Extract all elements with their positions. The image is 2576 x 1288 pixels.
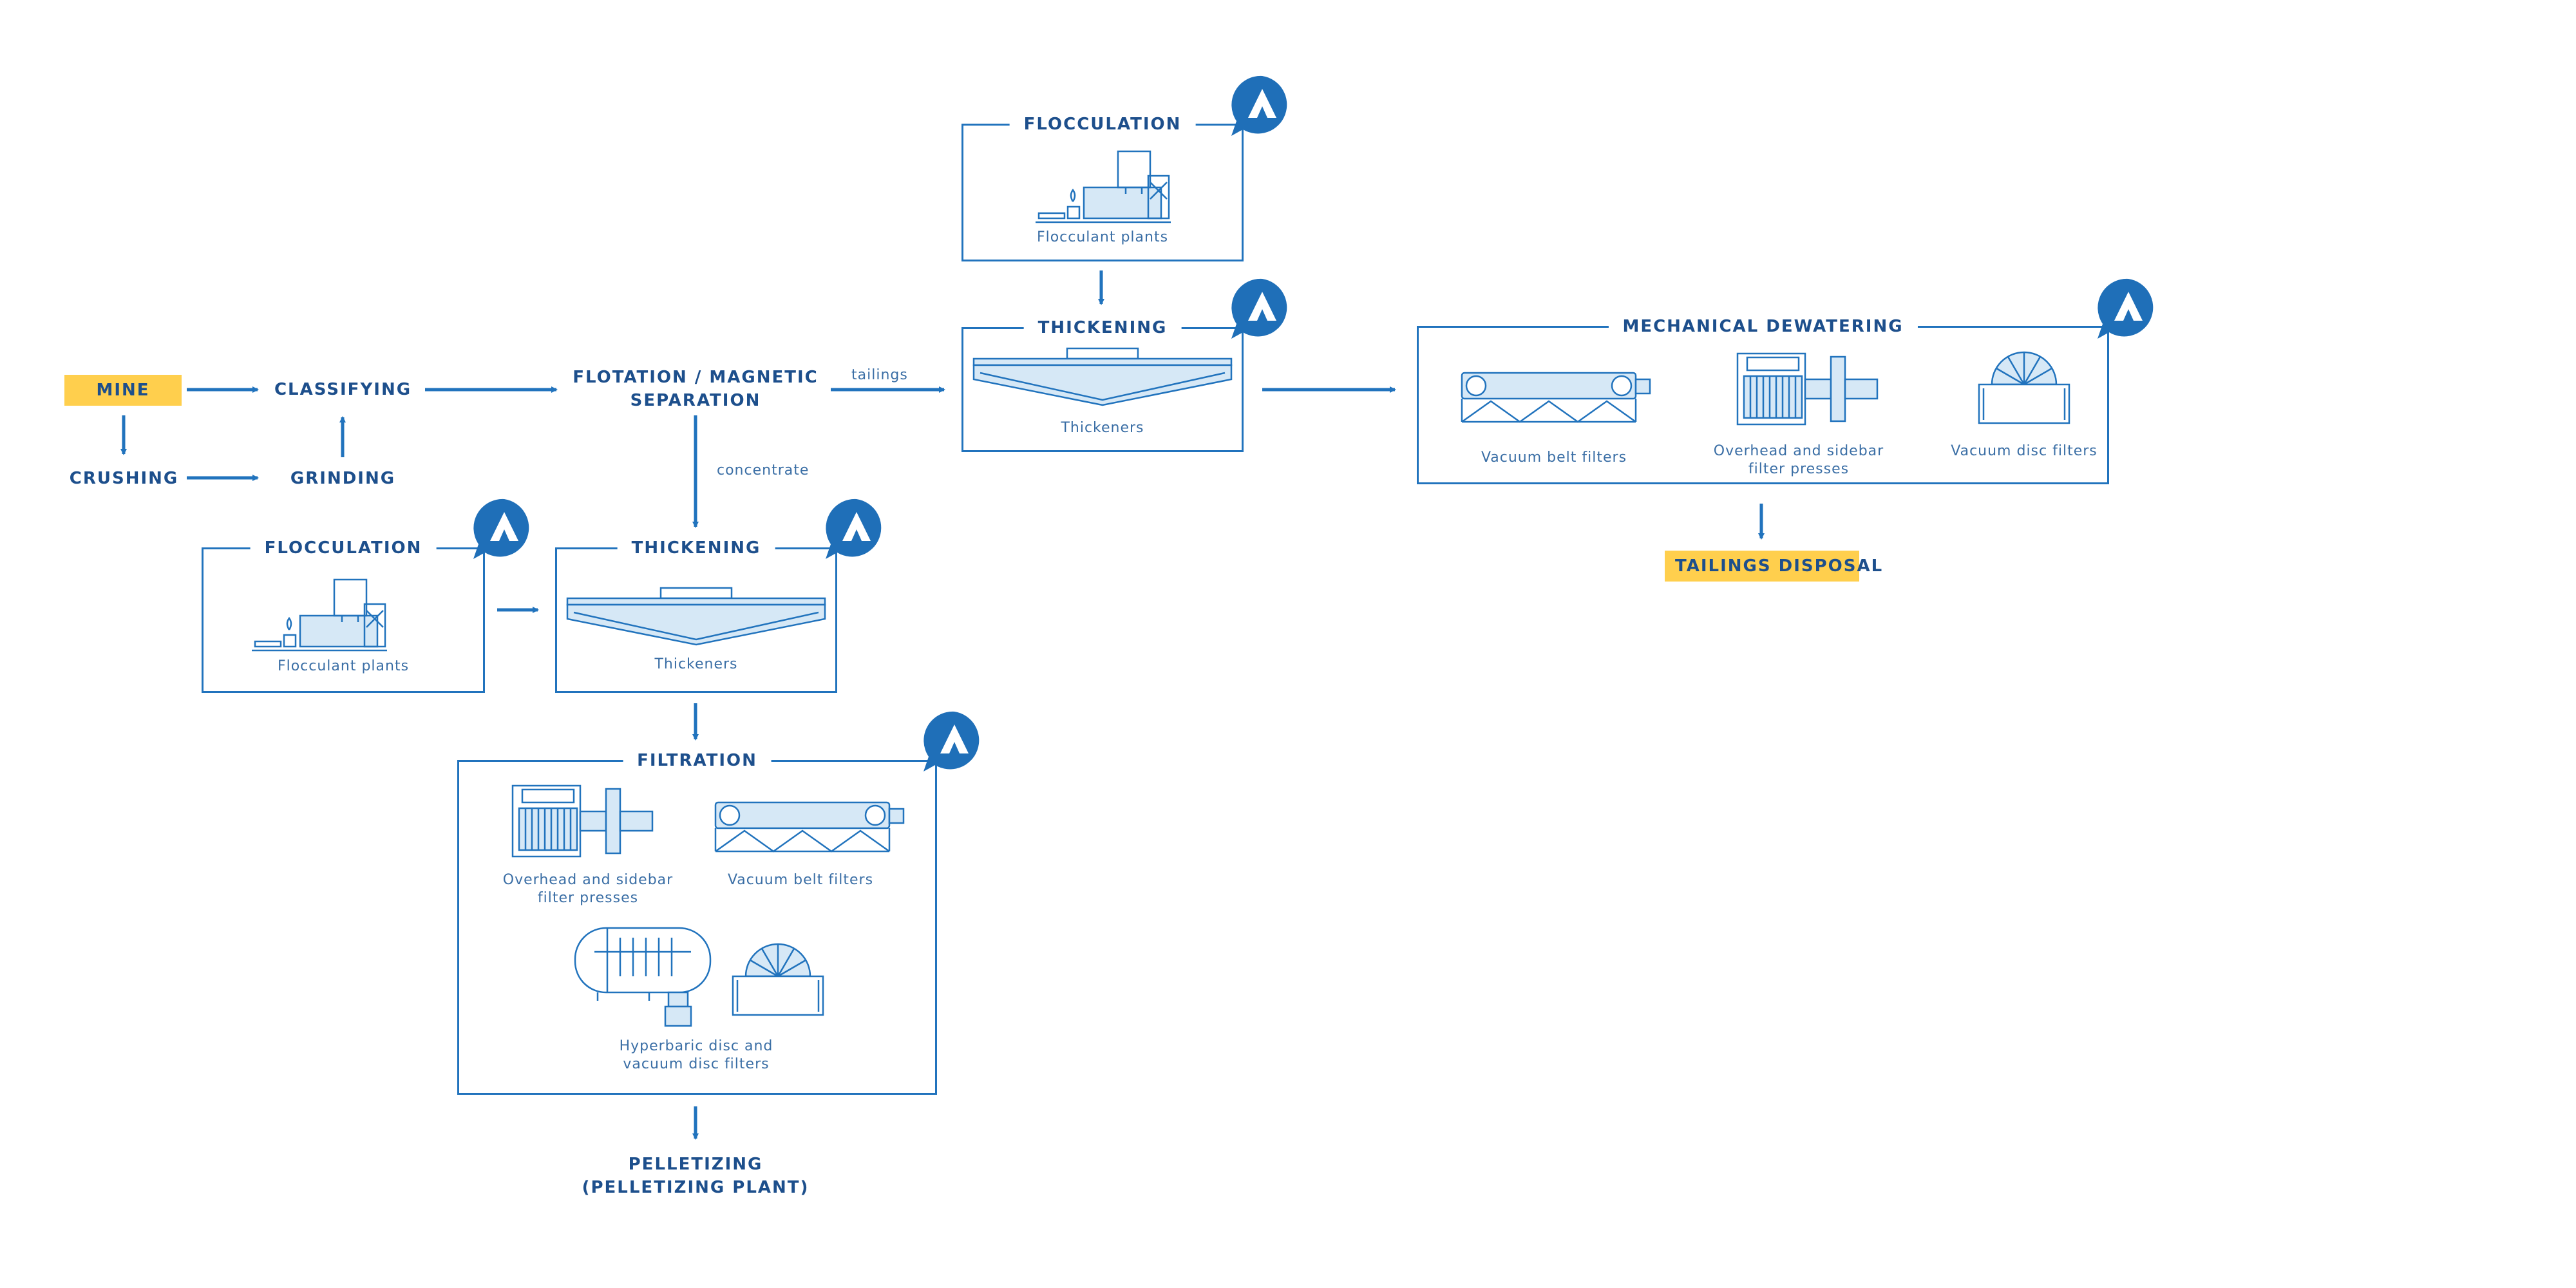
- hyperbaric-disc-filter-icon: [574, 927, 712, 1027]
- filtration-caption-1a: Overhead and sidebar: [502, 872, 674, 888]
- brand-logo-icon: [826, 498, 882, 559]
- flocculant-plant-icon: [252, 578, 387, 652]
- node-flotation: FLOTATION / MAGNETIC SEPARATION: [567, 366, 824, 412]
- edge-label-concentrate: concentrate: [717, 462, 810, 478]
- node-flotation-line2: SEPARATION: [630, 391, 761, 410]
- box-title: MECHANICAL DEWATERING: [1608, 315, 1918, 338]
- box-caption: Flocculant plants: [1036, 229, 1169, 245]
- filtration-caption-1b: filter presses: [537, 890, 639, 906]
- dewatering-caption-2b: filter presses: [1748, 461, 1850, 477]
- vacuum-disc-filter-icon: [1978, 351, 2070, 424]
- box-title: THICKENING: [1023, 316, 1182, 339]
- dewatering-caption-2a: Overhead and sidebar: [1713, 443, 1884, 459]
- node-pelletizing: PELLETIZING (PELLETIZING PLANT): [567, 1153, 824, 1199]
- filter-press-icon: [1736, 352, 1879, 426]
- box-caption: Flocculant plants: [277, 658, 410, 674]
- dewatering-caption-1: Vacuum belt filters: [1481, 450, 1627, 466]
- brand-logo-icon: [1231, 75, 1287, 136]
- node-flotation-line1: FLOTATION / MAGNETIC: [573, 368, 819, 387]
- thickener-icon: [566, 587, 826, 646]
- node-pelletizing-line2: (PELLETIZING PLANT): [582, 1178, 810, 1197]
- brand-logo-icon: [473, 498, 529, 559]
- box-caption: Thickeners: [1061, 420, 1144, 436]
- box-title: FILTRATION: [623, 749, 772, 772]
- edge-label-tailings: tailings: [851, 367, 908, 383]
- box-thickening-bottom: THICKENING Thickeners: [555, 536, 837, 693]
- box-flocculation-bottom: FLOCCULATION Flocculant plants: [202, 536, 485, 693]
- brand-logo-icon: [1231, 278, 1287, 339]
- box-thickening-top: THICKENING Thickeners: [961, 316, 1244, 452]
- vacuum-belt-filter-icon: [1461, 372, 1651, 423]
- box-title: FLOCCULATION: [250, 536, 437, 560]
- brand-logo-icon: [2098, 278, 2154, 339]
- box-mechanical-dewatering: MECHANICAL DEWATERING Vacuum belt filter…: [1417, 315, 2109, 484]
- node-pelletizing-line1: PELLETIZING: [628, 1155, 763, 1174]
- box-title: THICKENING: [617, 536, 775, 560]
- flocculant-plant-icon: [1036, 150, 1171, 223]
- dewatering-caption-3: Vacuum disc filters: [1951, 443, 2098, 459]
- filtration-caption-3b: vacuum disc filters: [623, 1056, 770, 1072]
- vacuum-disc-filter-icon: [732, 943, 824, 1016]
- filtration-caption-3a: Hyperbaric disc and: [619, 1038, 773, 1054]
- box-title: FLOCCULATION: [1009, 113, 1196, 136]
- thickener-icon: [972, 347, 1233, 406]
- filter-press-icon: [511, 784, 654, 858]
- node-tailings-disposal: TAILINGS DISPOSAL: [1665, 551, 1882, 582]
- box-caption: Thickeners: [654, 656, 738, 672]
- vacuum-belt-filter-icon: [714, 801, 905, 853]
- brand-logo-icon: [923, 711, 980, 772]
- node-crushing: CRUSHING: [69, 469, 179, 488]
- node-mine: MINE: [64, 375, 182, 406]
- filtration-caption-2: Vacuum belt filters: [727, 872, 874, 888]
- node-classifying: CLASSIFYING: [274, 380, 412, 399]
- box-flocculation-top: FLOCCULATION Flocculant plants: [961, 113, 1244, 261]
- box-filtration: FILTRATION Overhead and sidebar filter p…: [457, 749, 937, 1095]
- node-grinding: GRINDING: [290, 469, 396, 488]
